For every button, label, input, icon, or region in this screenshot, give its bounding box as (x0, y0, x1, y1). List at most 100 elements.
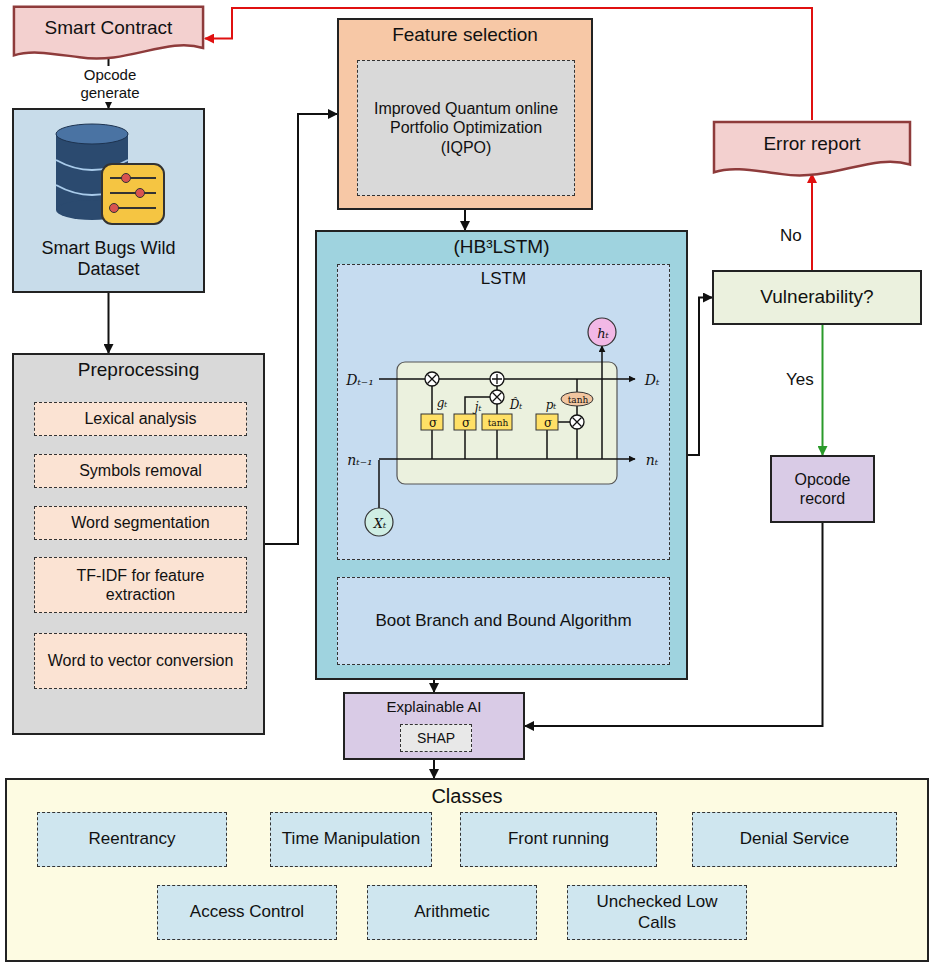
lstm-symbol: σ (544, 417, 552, 429)
cell-wire (378, 460, 380, 508)
class-box: Front running (460, 812, 657, 867)
flow-arrow (433, 680, 435, 692)
class-box: Time Manipulation (270, 812, 432, 867)
box-label: Time Manipulation (282, 829, 420, 849)
cell-wire (465, 397, 490, 414)
cell-wire (496, 404, 498, 414)
xai-box: Explainable AI SHAP (343, 692, 525, 760)
document-outline (714, 122, 910, 176)
decision-box: Vulnerability? (712, 270, 922, 325)
method-box: Boot Branch and Bound Algorithm (337, 577, 670, 665)
lstm-symbol: tanh (488, 419, 509, 428)
box-title: Classes (13, 784, 921, 808)
box-title: LSTM (344, 269, 663, 289)
gate-box (454, 414, 476, 430)
output-circle (588, 318, 616, 346)
flow-arrow (688, 298, 712, 456)
lstm-symbol: Xₜ (374, 517, 386, 530)
box-label: TF-IDF for feature extraction (43, 566, 238, 604)
box-label: Lexical analysis (84, 409, 196, 428)
model-box: (HB³LSTM)LSTMDₜ₋₁Dₜnₜ₋₁nₜXₜhₜgₜjₜD̂ₜpₜσσ… (315, 230, 688, 680)
gate-box (482, 414, 512, 430)
box-label: Access Control (190, 902, 304, 922)
lstm-symbol: gₜ (437, 397, 448, 409)
method-box: SHAP (400, 724, 472, 752)
step-box: Lexical analysis (34, 402, 247, 436)
database-icon (56, 124, 164, 224)
box-title: Explainable AI (351, 698, 517, 716)
operator-symbol (490, 390, 504, 404)
lstm-symbol: D̂ₜ (510, 399, 523, 411)
operator-symbol (570, 415, 584, 429)
operator-symbol (425, 372, 439, 386)
cell-wire (431, 386, 433, 414)
flow-arrow (433, 760, 435, 778)
box-label: Denial Service (740, 829, 850, 849)
box-label: Smart Bugs Wild Dataset (22, 238, 195, 281)
step-box: Word segmentation (34, 506, 247, 540)
edge-label: Yes (784, 370, 816, 390)
box-label: Reentrancy (89, 829, 176, 849)
gate-box (421, 414, 443, 430)
gate-box (536, 414, 558, 430)
box-label: Opcode record (780, 470, 865, 508)
lstm-box: LSTMDₜ₋₁Dₜnₜ₋₁nₜXₜhₜgₜjₜD̂ₜpₜσσtanhσtanh (337, 264, 670, 560)
lstm-symbol: σ (429, 417, 437, 429)
box-label: SHAP (417, 730, 455, 747)
box-label: Arithmetic (414, 902, 490, 922)
document-outline (14, 7, 203, 59)
stage-box: PreprocessingLexical analysisSymbols rem… (12, 353, 265, 735)
class-box: Reentrancy (37, 812, 227, 867)
box-label: Unchecked Low Calls (576, 892, 738, 933)
input-circle (365, 508, 393, 536)
cell-wire (558, 421, 570, 423)
document-shape: Error report (712, 120, 912, 178)
lstm-symbol: hₜ (597, 327, 609, 340)
flow-arrow (822, 325, 824, 455)
step-box: Word to vector conversion (34, 633, 247, 689)
step-box: TF-IDF for feature extraction (34, 557, 247, 613)
lstm-cell-illustration (337, 264, 670, 560)
lstm-symbol: tanh (568, 396, 589, 405)
flow-arrow (811, 174, 813, 270)
cell-wire (576, 406, 578, 415)
class-box: Arithmetic (367, 885, 537, 940)
cell-wire (601, 346, 603, 459)
lstm-symbol: nₜ₋₁ (347, 453, 372, 467)
operator-symbol (490, 372, 504, 386)
box-label: Word to vector conversion (48, 651, 234, 670)
lstm-symbol: nₜ (646, 453, 658, 467)
box-label: Error report (763, 133, 860, 156)
document-shape: Smart Contract (12, 5, 205, 61)
cell-wire (576, 379, 578, 392)
box-label: Word segmentation (71, 513, 209, 532)
box-label: Smart Contract (45, 17, 173, 40)
lstm-symbol: Dₜ (645, 373, 660, 387)
box-label: Vulnerability? (760, 286, 873, 309)
dataset-box: Smart Bugs Wild Dataset (12, 108, 205, 293)
cell-wire (496, 430, 498, 459)
cell-wire (431, 430, 433, 459)
lstm-symbol: Dₜ₋₁ (346, 373, 374, 387)
box-label: Boot Branch and Bound Algorithm (375, 611, 631, 631)
database-icon (44, 122, 174, 232)
cell-wire (576, 429, 578, 459)
box-title: Preprocessing (20, 359, 257, 382)
method-box: Improved Quantum online Portfolio Optimi… (357, 60, 575, 196)
lstm-symbol: pₜ (546, 399, 557, 411)
flow-arrow (108, 293, 110, 353)
tanh-ellipse (561, 392, 593, 406)
box-label: Symbols removal (79, 461, 202, 480)
flow-arrow (464, 210, 466, 230)
box-label: Front running (508, 829, 609, 849)
box-label: Improved Quantum online Portfolio Optimi… (366, 99, 566, 157)
box-title: (HB³LSTM) (323, 236, 680, 259)
cell-wire (379, 378, 635, 380)
box-title: Feature selection (345, 24, 585, 47)
classes-panel: ClassesReentrancy Time Manipulation Front … (5, 778, 929, 962)
edge-label: Opcode generate (68, 66, 152, 102)
stage-box: Feature selectionImproved Quantum online… (337, 18, 593, 210)
cell-wire (464, 430, 466, 459)
edge-label: No (778, 226, 804, 246)
